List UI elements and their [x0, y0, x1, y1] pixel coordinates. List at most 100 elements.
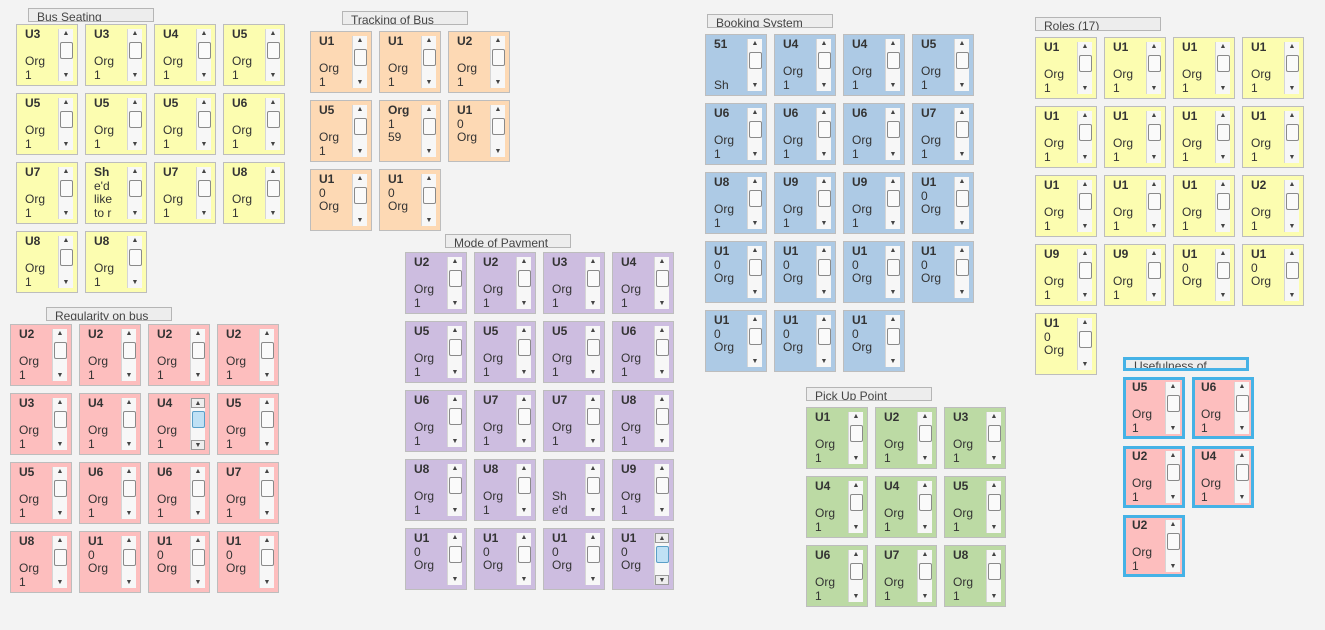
note-text[interactable]: U4 Org 1: [815, 480, 836, 534]
note-scrollbar[interactable]: ▲▼: [265, 98, 280, 150]
scroll-up-icon[interactable]: ▲: [451, 396, 459, 403]
scroll-thumb[interactable]: [1217, 124, 1230, 141]
scroll-up-icon[interactable]: ▲: [451, 327, 459, 334]
scroll-up-icon[interactable]: ▲: [494, 106, 502, 113]
note-scrollbar[interactable]: ▲▼: [421, 174, 436, 226]
sticky-note[interactable]: U8 Org 1▲▼: [612, 390, 674, 452]
scroll-up-icon[interactable]: ▲: [655, 533, 669, 543]
note-text[interactable]: U8 Org 1: [953, 549, 974, 603]
sticky-note[interactable]: U1 Org 1▲▼: [1173, 106, 1235, 168]
scroll-thumb[interactable]: [587, 546, 600, 563]
scroll-thumb[interactable]: [818, 121, 831, 138]
note-scrollbar[interactable]: ▲▼: [885, 246, 900, 298]
note-text[interactable]: U5 Org 1: [163, 97, 184, 151]
scroll-up-icon[interactable]: ▲: [194, 330, 202, 337]
scroll-thumb[interactable]: [492, 118, 505, 135]
scroll-down-icon[interactable]: ▼: [751, 358, 759, 365]
scroll-up-icon[interactable]: ▲: [56, 468, 64, 475]
scroll-thumb[interactable]: [129, 180, 142, 197]
note-scrollbar[interactable]: ▲▼: [127, 167, 142, 219]
scroll-thumb[interactable]: [518, 270, 531, 287]
note-scrollbar[interactable]: ▲▼: [1284, 42, 1299, 94]
note-scrollbar[interactable]: ▲▼: [58, 29, 73, 81]
note-text[interactable]: U1 0 Org: [783, 245, 804, 285]
note-text[interactable]: U5 Org 1: [1132, 381, 1153, 435]
scroll-down-icon[interactable]: ▼: [1238, 494, 1246, 501]
scroll-down-icon[interactable]: ▼: [194, 579, 202, 586]
scroll-up-icon[interactable]: ▲: [62, 30, 70, 37]
scroll-up-icon[interactable]: ▲: [425, 106, 433, 113]
scroll-down-icon[interactable]: ▼: [356, 217, 364, 224]
scroll-thumb[interactable]: [449, 546, 462, 563]
scroll-up-icon[interactable]: ▲: [1219, 250, 1227, 257]
sticky-note[interactable]: U1 Org 1 ▲▼: [1173, 175, 1235, 237]
scroll-up-icon[interactable]: ▲: [958, 178, 966, 185]
scroll-up-icon[interactable]: ▲: [1288, 181, 1296, 188]
scroll-up-icon[interactable]: ▲: [921, 551, 929, 558]
scroll-thumb[interactable]: [54, 342, 67, 359]
sticky-note[interactable]: U6 Org 1▲▼: [79, 462, 141, 524]
sticky-note[interactable]: U2 Org 1▲▼: [1242, 175, 1304, 237]
note-text[interactable]: U7 Org 1: [552, 394, 573, 448]
scroll-down-icon[interactable]: ▼: [658, 438, 666, 445]
scroll-up-icon[interactable]: ▲: [820, 247, 828, 254]
scroll-thumb[interactable]: [956, 52, 969, 69]
note-scrollbar[interactable]: ▲▼: [516, 533, 531, 585]
note-text[interactable]: U2 Org 1: [1132, 450, 1153, 504]
sticky-note[interactable]: U2 Org 1▲▼: [217, 324, 279, 386]
note-text[interactable]: U3 Org 1: [953, 411, 974, 465]
sticky-note[interactable]: U2 Org 1▲▼: [474, 252, 536, 314]
note-scrollbar[interactable]: ▲▼: [585, 257, 600, 309]
note-scrollbar[interactable]: ▲▼: [1215, 180, 1230, 232]
note-scrollbar[interactable]: ▲▼: [816, 177, 831, 229]
scroll-up-icon[interactable]: ▲: [131, 30, 139, 37]
scroll-down-icon[interactable]: ▼: [520, 438, 528, 445]
note-scrollbar[interactable]: ▲▼: [654, 326, 669, 378]
sticky-note[interactable]: U5 Org 1▲▼: [310, 100, 372, 162]
scroll-up-icon[interactable]: ▲: [589, 258, 597, 265]
note-text[interactable]: U6 Org 1: [157, 466, 178, 520]
note-scrollbar[interactable]: ▲▼: [265, 167, 280, 219]
note-scrollbar[interactable]: ▲▼: [585, 326, 600, 378]
note-text[interactable]: Sh e'd: [552, 489, 568, 517]
note-text[interactable]: U6 Org 1: [815, 549, 836, 603]
sticky-note[interactable]: U1 0 Org▲▼: [1173, 244, 1235, 306]
scroll-down-icon[interactable]: ▼: [889, 358, 897, 365]
note-scrollbar[interactable]: ▲▼: [265, 29, 280, 81]
note-text[interactable]: U4 Org 1: [852, 38, 873, 92]
sticky-note[interactable]: U1 Org 1▲▼: [1242, 106, 1304, 168]
scroll-up-icon[interactable]: ▲: [131, 237, 139, 244]
scroll-up-icon[interactable]: ▲: [1150, 250, 1158, 257]
scroll-thumb[interactable]: [656, 408, 669, 425]
scroll-up-icon[interactable]: ▲: [194, 537, 202, 544]
note-scrollbar[interactable]: ▲▼: [121, 467, 136, 519]
sticky-note[interactable]: U1 Org 1▲▼: [1035, 37, 1097, 99]
note-text[interactable]: U1 Org 1: [1182, 179, 1203, 233]
note-scrollbar[interactable]: ▲▼: [1284, 249, 1299, 301]
scroll-down-icon[interactable]: ▼: [269, 210, 277, 217]
note-scrollbar[interactable]: ▲▼: [52, 467, 67, 519]
scroll-up-icon[interactable]: ▲: [62, 237, 70, 244]
note-text[interactable]: U9 Org 1: [783, 176, 804, 230]
note-text[interactable]: U5 Org 1: [552, 325, 573, 379]
scroll-thumb[interactable]: [656, 477, 669, 494]
group-title[interactable]: Pick Up Point: [806, 387, 932, 401]
note-scrollbar[interactable]: ▲▼: [190, 329, 205, 381]
scroll-thumb[interactable]: [267, 42, 280, 59]
sticky-note[interactable]: U3 Org 1▲▼: [944, 407, 1006, 469]
sticky-note[interactable]: U1 0 Org▲▼: [474, 528, 536, 590]
sticky-note[interactable]: U1 Org 1▲▼: [1173, 37, 1235, 99]
note-scrollbar[interactable]: ▲▼: [816, 108, 831, 160]
sticky-note[interactable]: U8 Org 1▲▼: [405, 459, 467, 521]
scroll-up-icon[interactable]: ▲: [1150, 181, 1158, 188]
scroll-up-icon[interactable]: ▲: [751, 109, 759, 116]
scroll-down-icon[interactable]: ▼: [62, 279, 70, 286]
sticky-note[interactable]: U1 0 Org▲▼: [612, 528, 674, 590]
sticky-note[interactable]: U6 Org 1▲▼: [806, 545, 868, 607]
scroll-down-icon[interactable]: ▼: [958, 289, 966, 296]
scroll-up-icon[interactable]: ▲: [1288, 43, 1296, 50]
sticky-note[interactable]: U4 Org 1▲▼: [612, 252, 674, 314]
scroll-thumb[interactable]: [1217, 262, 1230, 279]
scroll-down-icon[interactable]: ▼: [1219, 85, 1227, 92]
scroll-down-icon[interactable]: ▼: [131, 210, 139, 217]
